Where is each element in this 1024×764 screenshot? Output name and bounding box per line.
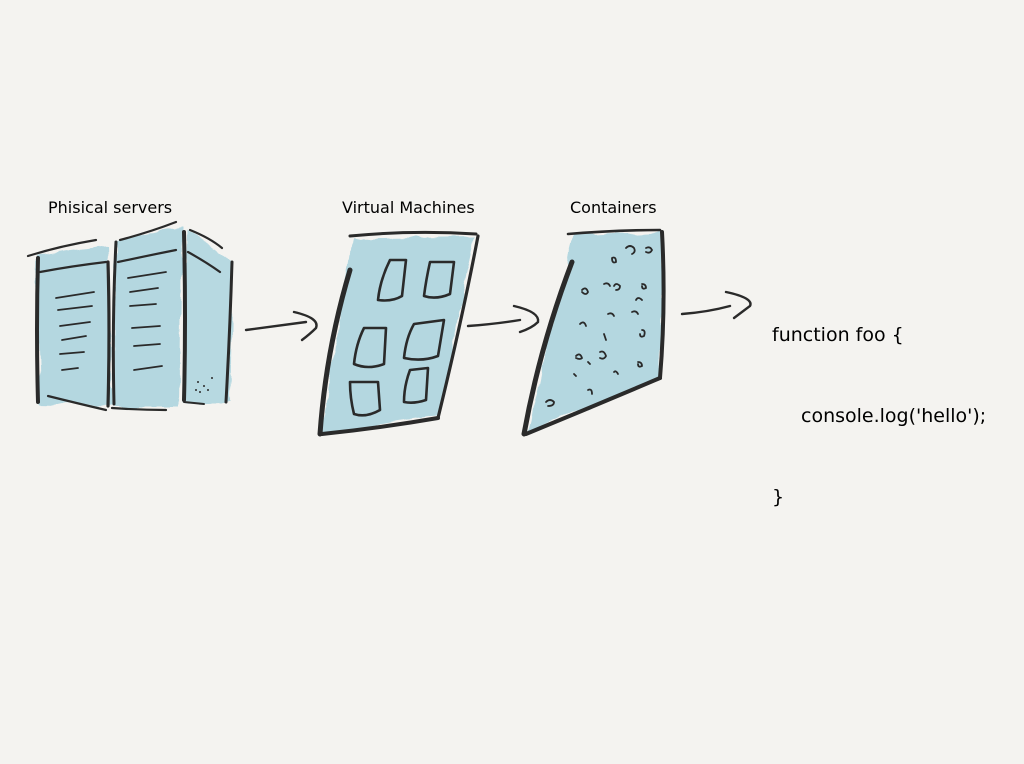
virtual-machines-label: Virtual Machines [342, 198, 475, 217]
code-line-3: } [772, 486, 785, 508]
code-snippet: function foo { console.log('hello'); } [772, 268, 986, 565]
code-line-2: console.log('hello'); [801, 405, 987, 427]
code-line-1: function foo { [772, 324, 904, 346]
virtual-machines-icon [317, 230, 480, 437]
arrow-3-icon [680, 290, 752, 320]
physical-servers-label: Phisical servers [48, 198, 173, 217]
containers-label: Containers [570, 198, 657, 217]
physical-servers-icon [26, 220, 234, 412]
arrow-1-icon [244, 310, 318, 342]
arrow-2-icon [466, 304, 540, 334]
containers-icon [521, 228, 666, 437]
